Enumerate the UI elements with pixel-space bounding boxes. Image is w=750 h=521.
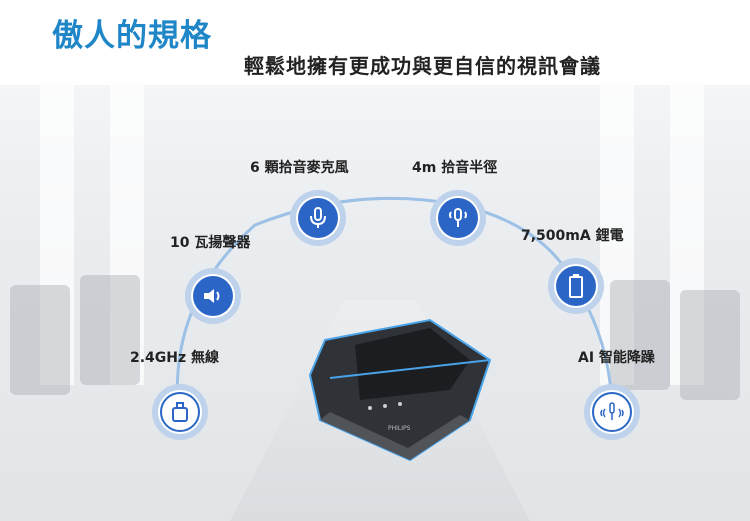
speaker-icon bbox=[204, 289, 220, 303]
page-subtitle: 輕鬆地擁有更成功與更自信的視訊會議 bbox=[244, 54, 601, 78]
feature-label-noise-reduction: AI 智能降躁 bbox=[578, 350, 655, 366]
chair bbox=[610, 280, 670, 390]
feature-node-battery bbox=[548, 258, 604, 314]
feature-label-battery: 7,500mA 鋰電 bbox=[521, 228, 624, 244]
window-panel bbox=[600, 85, 634, 385]
feature-label-pickup-range: 4m 拾音半徑 bbox=[412, 160, 498, 176]
chair bbox=[10, 285, 70, 395]
window-panel bbox=[670, 85, 704, 385]
feature-label-wireless: 2.4GHz 無線 bbox=[130, 350, 220, 366]
conference-speaker-device: PHILIPS bbox=[308, 318, 492, 462]
window-panel bbox=[40, 85, 74, 385]
feature-node-pickup-range bbox=[430, 190, 486, 246]
feature-label-microphone: 6 顆拾音麥克風 bbox=[250, 160, 349, 176]
wireless-dongle-icon bbox=[172, 402, 188, 422]
microphone-icon bbox=[310, 207, 326, 228]
page-title: 傲人的規格 bbox=[52, 18, 212, 54]
device-brand: PHILIPS bbox=[388, 425, 411, 432]
feature-node-microphone bbox=[290, 190, 346, 246]
feature-node-speaker bbox=[185, 268, 241, 324]
feature-node-wireless bbox=[152, 384, 208, 440]
conference-room-background bbox=[0, 85, 750, 521]
noise-reduction-icon bbox=[600, 402, 624, 420]
pickup-range-icon bbox=[449, 208, 467, 227]
feature-node-noise-reduction bbox=[584, 384, 640, 440]
chair bbox=[680, 290, 740, 400]
chair bbox=[80, 275, 140, 385]
window-panel bbox=[110, 85, 144, 385]
battery-icon bbox=[569, 274, 583, 298]
feature-label-speaker: 10 瓦揚聲器 bbox=[170, 235, 251, 251]
